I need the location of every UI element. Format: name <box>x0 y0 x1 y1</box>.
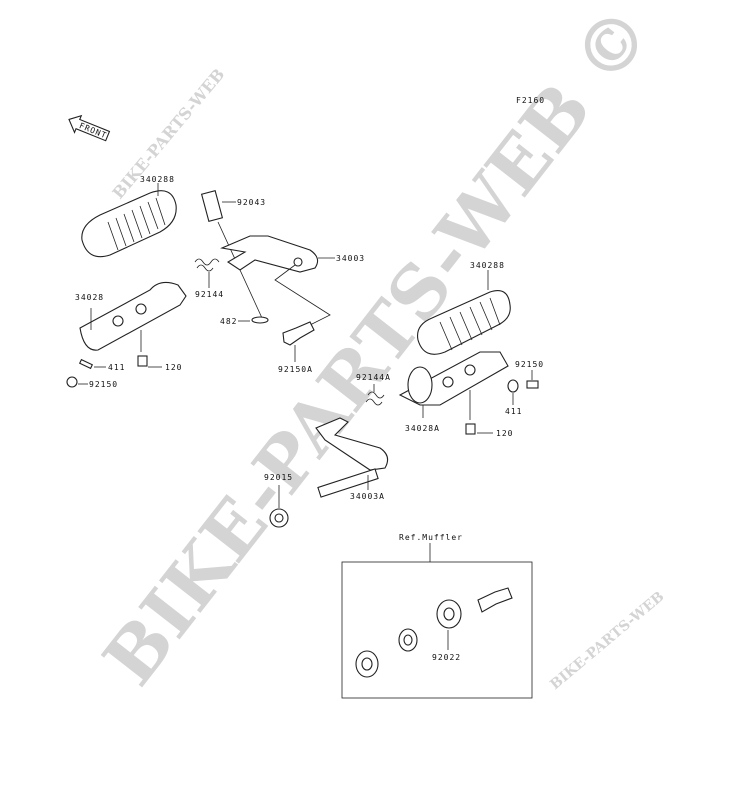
ref-muffler-label: Ref.Muffler <box>399 533 463 542</box>
label-92150A: 92150A <box>278 365 313 374</box>
lever-34003A <box>315 417 389 498</box>
label-120-left: 120 <box>165 363 182 372</box>
watermark-main: BIKE-PARTS-WEB © <box>86 0 667 700</box>
label-120-right: 120 <box>496 429 513 438</box>
spring-92144A <box>365 391 385 406</box>
label-34003: 34003 <box>336 254 365 263</box>
muffler-mount-parts <box>355 587 513 678</box>
bracket-34003 <box>220 235 319 273</box>
washer-411-right <box>507 379 519 393</box>
label-411-right: 411 <box>505 407 522 416</box>
pin-411-left <box>78 358 94 370</box>
bolt-92150A <box>282 321 315 346</box>
label-92015: 92015 <box>264 473 293 482</box>
label-34028: 34028 <box>75 293 104 302</box>
label-92144A: 92144A <box>356 373 391 382</box>
label-92022: 92022 <box>432 653 461 662</box>
front-arrow-icon: FRONT <box>68 114 111 142</box>
pin-92043 <box>200 189 224 223</box>
front-label: FRONT <box>78 121 108 140</box>
bolt-120-right <box>465 423 476 435</box>
watermark-small-bottom: BIKE-PARTS-WEB <box>547 589 667 694</box>
footpeg-rubber-left <box>81 190 177 258</box>
footpeg-rubber-right <box>417 290 511 355</box>
label-92043: 92043 <box>237 198 266 207</box>
ref-muffler-box <box>341 561 533 699</box>
label-482: 482 <box>220 317 237 326</box>
label-34028A: 34028A <box>405 424 440 433</box>
label-340288-left: 340288 <box>140 175 175 184</box>
bolt-92150-right <box>526 380 539 389</box>
label-411-left: 411 <box>108 363 125 372</box>
footpeg-right <box>398 351 509 406</box>
spring-92144 <box>194 258 220 272</box>
bolt-92150-left <box>66 376 78 388</box>
footpeg-left <box>79 281 187 351</box>
diagram-code: F2160 <box>516 96 545 105</box>
washer-482 <box>251 316 269 324</box>
bolt-120-left <box>137 355 148 367</box>
label-92144: 92144 <box>195 290 224 299</box>
label-34003A: 34003A <box>350 492 385 501</box>
label-92150-left: 92150 <box>89 380 118 389</box>
label-340288-right: 340288 <box>470 261 505 270</box>
label-92150-right: 92150 <box>515 360 544 369</box>
